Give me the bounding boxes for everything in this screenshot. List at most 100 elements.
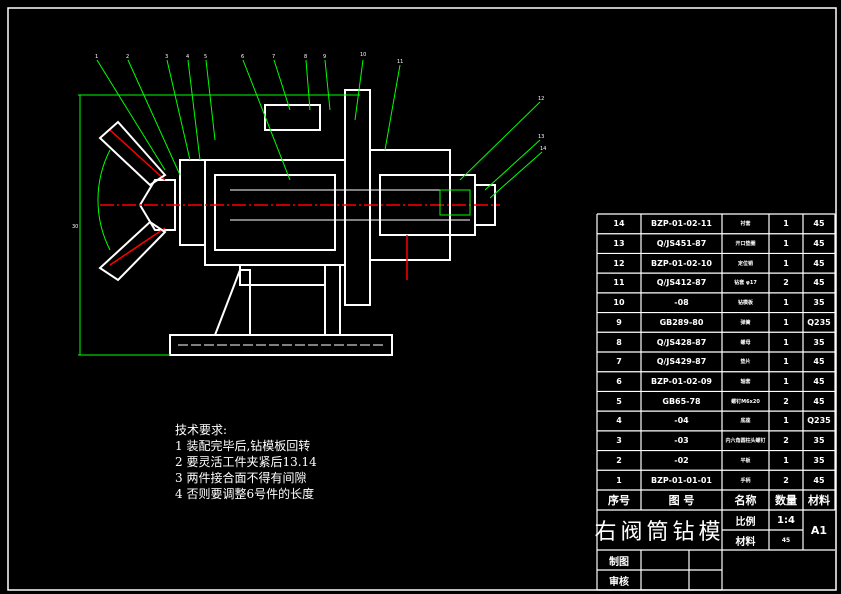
bushing	[264, 104, 321, 131]
support	[214, 264, 341, 336]
part-no: 14	[613, 219, 625, 229]
part-name: 螺母	[740, 339, 751, 346]
part-code: BZP-01-02-09	[651, 377, 712, 387]
part-mat: 35	[813, 298, 825, 308]
tech-requirement: 1 装配完毕后,钻模板回转	[175, 439, 311, 453]
part-qty: 2	[783, 278, 789, 288]
part-no: 7	[616, 357, 622, 367]
balloon-10: 10	[360, 52, 366, 58]
part-code: -08	[674, 298, 689, 308]
part-qty: 1	[783, 455, 789, 465]
checked-label: 审核	[609, 576, 629, 588]
dimension-label: 30	[72, 224, 78, 230]
balloon-4: 4	[186, 54, 189, 60]
part-no: 10	[613, 298, 625, 308]
part-code: -04	[674, 416, 689, 426]
part-qty: 2	[783, 396, 789, 406]
balloon-3: 3	[165, 54, 168, 60]
part-name: 轴套	[740, 379, 751, 386]
part-qty: 1	[783, 377, 789, 387]
part-code: -03	[674, 436, 689, 446]
part-no: 1	[616, 475, 622, 485]
part-code: GB65-78	[662, 396, 701, 406]
part-no: 11	[613, 278, 625, 288]
part-code: BZP-01-02-11	[651, 219, 712, 229]
balloon-6: 6	[241, 54, 244, 60]
part-qty: 2	[783, 475, 789, 485]
part-name: 钻套 φ17	[734, 280, 757, 287]
part-code: GB289-80	[659, 317, 704, 327]
balloon-9: 9	[323, 54, 326, 60]
part-code: Q/JS412-87	[656, 278, 707, 288]
part-name: 定位销	[737, 260, 753, 267]
part-qty: 1	[783, 219, 789, 229]
part-qty: 1	[783, 337, 789, 347]
balloon-5: 5	[204, 54, 207, 60]
part-code: Q/JS429-87	[656, 357, 707, 367]
balloon-13: 13	[538, 134, 544, 140]
part-qty: 1	[783, 298, 789, 308]
part-no: 12	[613, 258, 625, 268]
balloon-8: 8	[304, 54, 307, 60]
material-label: 材料	[735, 536, 756, 548]
center-lines	[100, 129, 500, 280]
leaders-dimensions	[78, 59, 543, 356]
balloon-2: 2	[126, 54, 129, 60]
part-qty: 1	[783, 258, 789, 268]
part-no: 3	[616, 436, 622, 446]
part-name: 钻模板	[737, 300, 753, 307]
part-mat: 45	[813, 377, 825, 387]
part-name: 衬套	[740, 221, 751, 228]
scale-value: 1:4	[777, 514, 795, 526]
part-name: 螺钉M6x20	[731, 398, 760, 405]
part-no: 2	[616, 455, 622, 465]
part-code: Q/JS451-87	[656, 239, 707, 249]
header-qty: 数量	[775, 494, 797, 507]
drill-plate	[344, 89, 371, 306]
header-name: 名称	[734, 494, 757, 507]
part-mat: 35	[813, 436, 825, 446]
part-no: 6	[616, 377, 622, 387]
part-mat: 45	[813, 258, 825, 268]
part-qty: 1	[783, 357, 789, 367]
drawing-title: 右阀筒钻模	[594, 520, 725, 545]
part-qty: 1	[783, 416, 789, 426]
parts-table-lines	[596, 213, 836, 591]
part-mat: 35	[813, 455, 825, 465]
part-code: Q/JS428-87	[656, 337, 707, 347]
balloon-11: 11	[397, 59, 403, 65]
balloon-1: 1	[95, 54, 98, 60]
balloon-labels: 1 2 3 4 5 6 7 8 9 10 11 12 13 14 30	[72, 52, 546, 230]
part-name: 内六角圆柱头螺钉	[725, 438, 766, 445]
assembly-view	[138, 89, 496, 356]
part-mat: 35	[813, 337, 825, 347]
header-mat: 材料	[808, 494, 830, 507]
scale-label: 比例	[735, 516, 756, 528]
part-mat: 45	[813, 278, 825, 288]
part-mat: 45	[813, 396, 825, 406]
part-qty: 1	[783, 239, 789, 249]
sheet-size: A1	[810, 523, 828, 537]
part-no: 8	[616, 337, 622, 347]
part-code: BZP-01-02-10	[651, 258, 712, 268]
header-code: 图 号	[668, 494, 695, 507]
base-plate	[169, 334, 393, 356]
part-mat: 45	[813, 219, 825, 229]
balloon-7: 7	[272, 54, 275, 60]
balloon-12: 12	[538, 96, 544, 102]
part-mat: Q235	[807, 317, 831, 327]
part-name: 垫片	[740, 359, 751, 366]
part-no: 9	[616, 317, 622, 327]
part-name: 弹簧	[740, 319, 751, 326]
part-qty: 1	[783, 317, 789, 327]
tech-requirement: 3 两件接合面不得有间隙	[175, 471, 307, 485]
drawn-label: 制图	[609, 556, 629, 568]
part-mat: 45	[813, 475, 825, 485]
tech-requirements-title: 技术要求:	[175, 423, 228, 437]
part-qty: 2	[783, 436, 789, 446]
part-mat: Q235	[807, 416, 831, 426]
part-name: 平板	[740, 457, 751, 464]
part-name: 底座	[740, 418, 751, 425]
